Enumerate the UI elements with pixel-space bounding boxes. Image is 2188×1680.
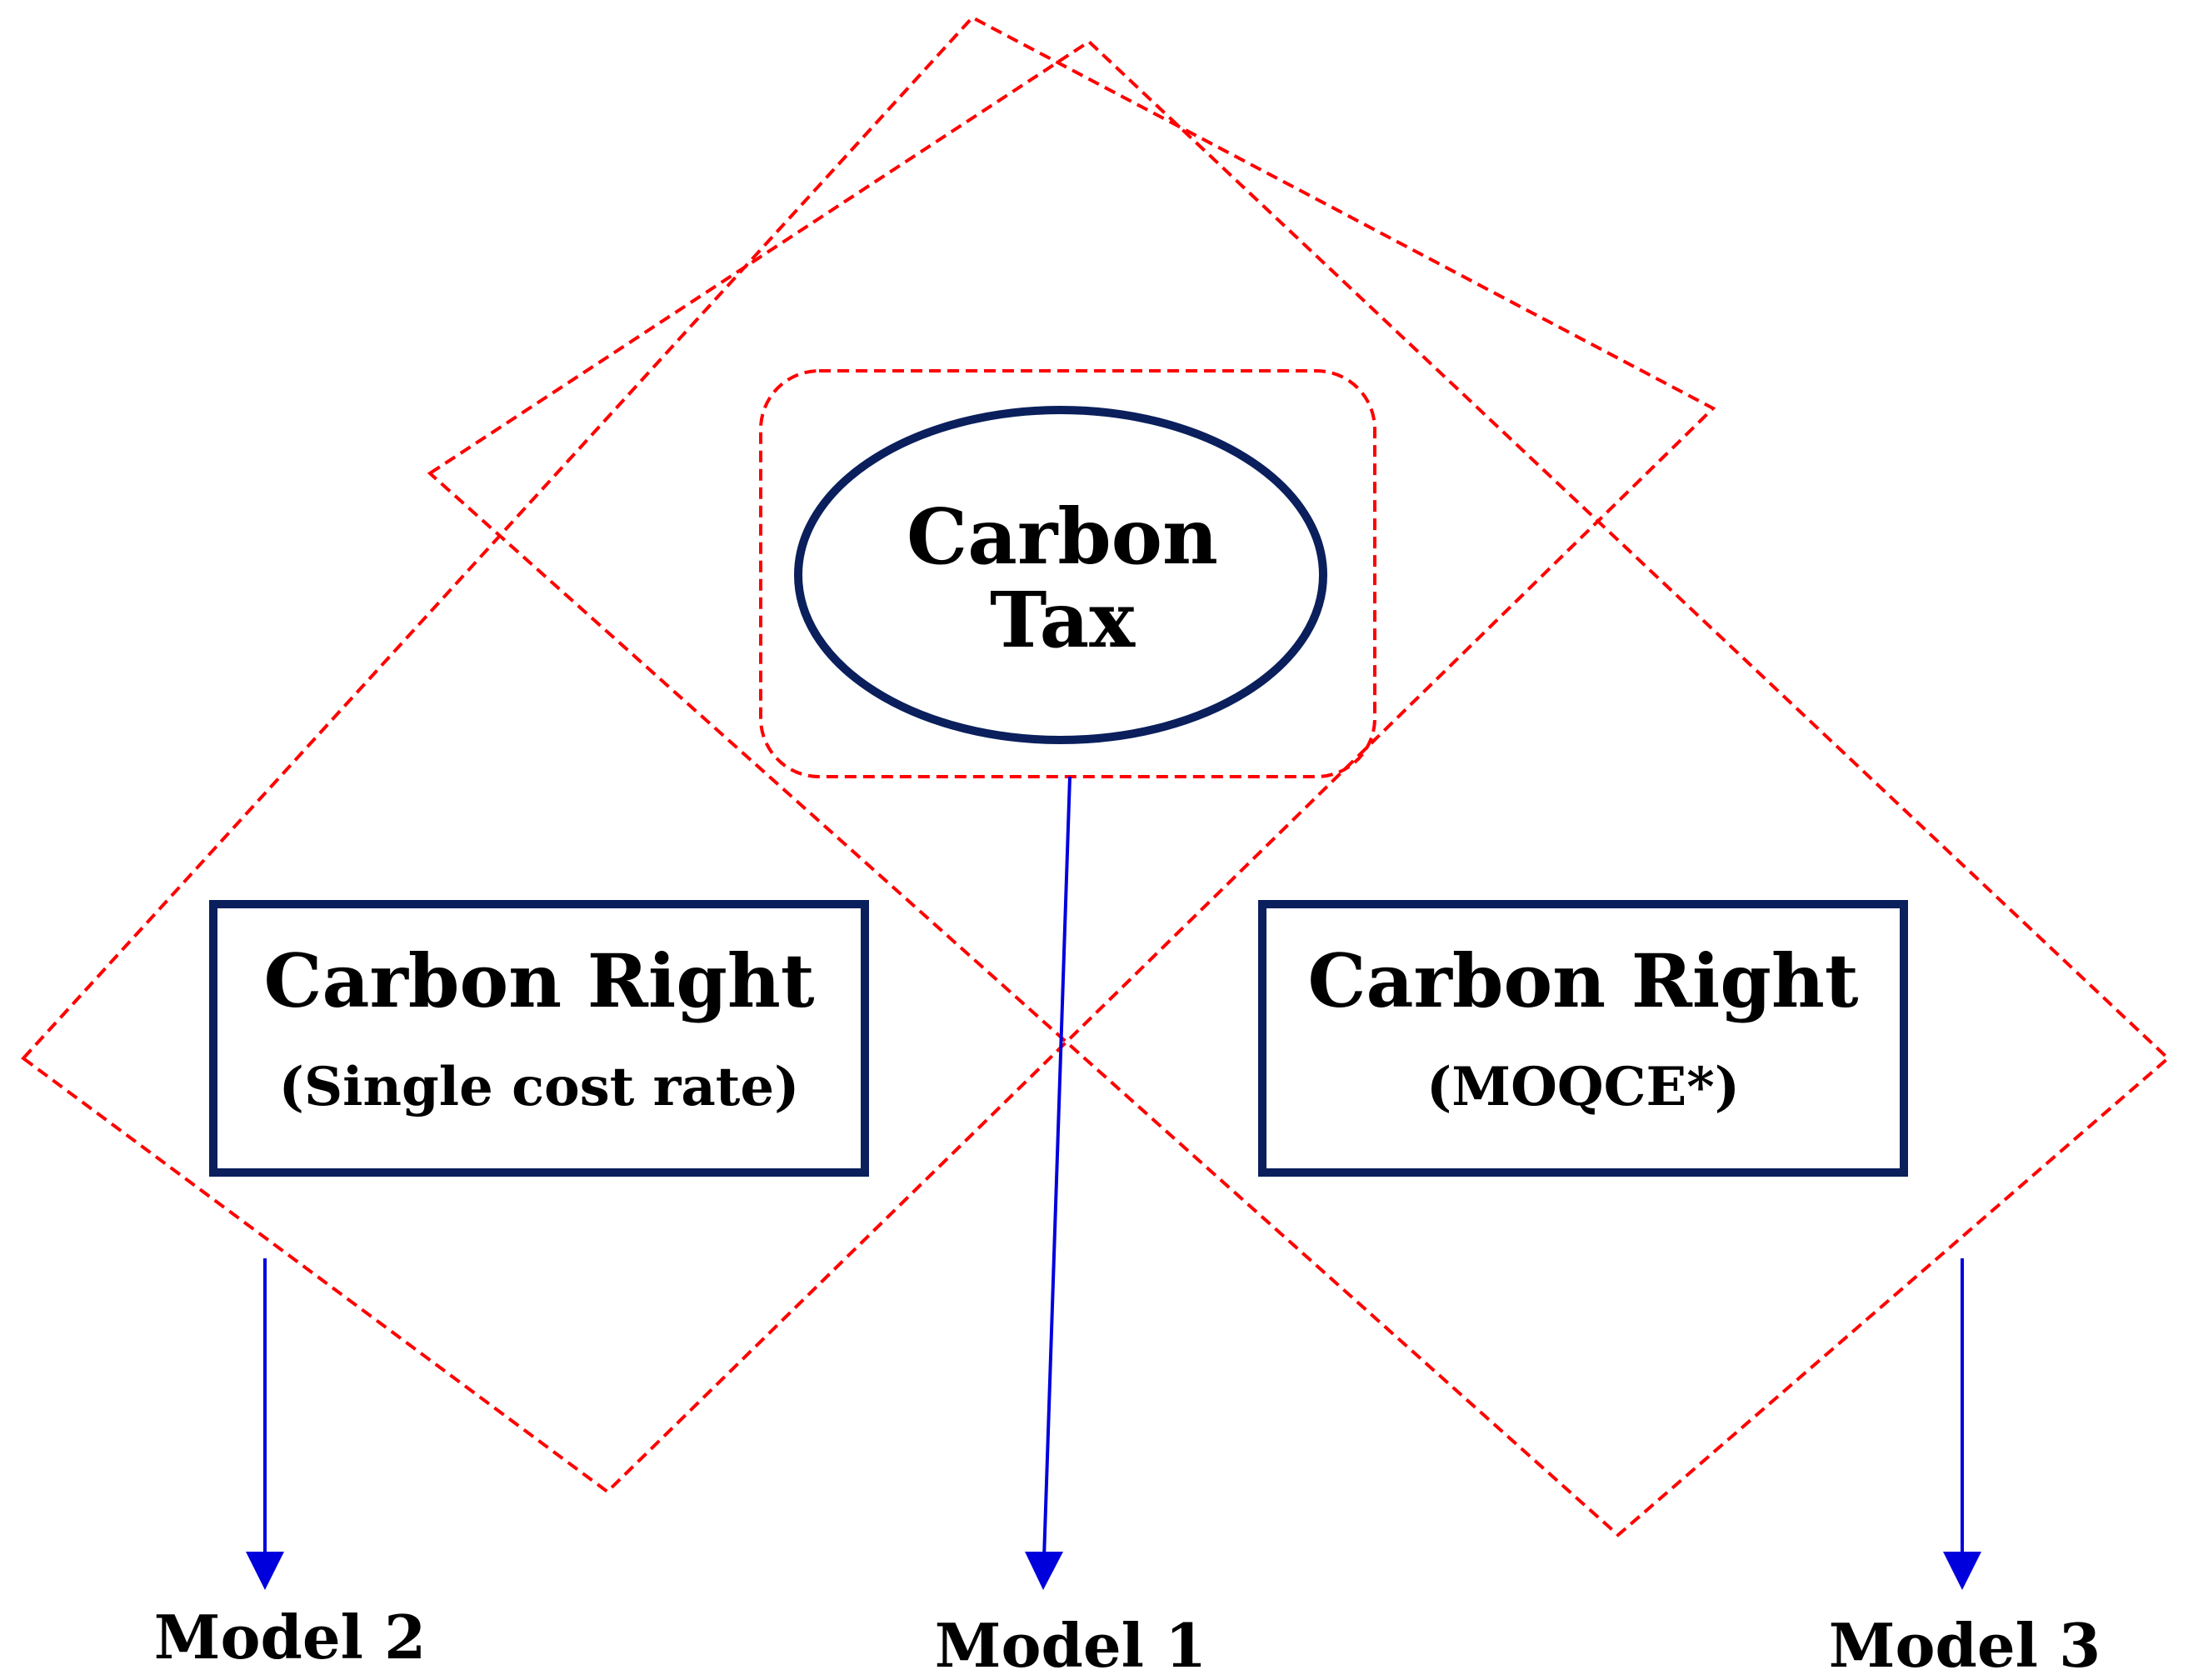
carbon-tax-label-line2: Tax xyxy=(990,575,1136,665)
arrow-to-model-1 xyxy=(1042,776,1072,1559)
left-region-outline xyxy=(21,15,1716,1494)
arrowhead-model-1 xyxy=(1025,1552,1063,1590)
carbon-right-left-subtitle: (Single cost rate) xyxy=(279,1056,800,1118)
model-2-label: Model 2 xyxy=(154,1602,426,1672)
carbon-right-single-cost-node xyxy=(209,900,869,1177)
carbon-tax-node xyxy=(794,406,1327,744)
arrowhead-model-2 xyxy=(246,1552,284,1590)
model-3-label: Model 3 xyxy=(1829,1610,2101,1680)
carbon-right-right-subtitle: (MOQCE*) xyxy=(1426,1056,1740,1118)
carbon-right-moqce-node xyxy=(1258,900,1908,1177)
carbon-right-right-title: Carbon Right xyxy=(1308,938,1859,1024)
right-region-outline xyxy=(427,39,2171,1538)
model-1-label: Model 1 xyxy=(935,1610,1206,1680)
arrowhead-model-3 xyxy=(1943,1552,1981,1590)
carbon-tax-label-line1: Carbon xyxy=(907,492,1218,582)
carbon-right-left-title: Carbon Right xyxy=(264,938,815,1024)
carbon-tax-region-outline xyxy=(759,369,1376,778)
